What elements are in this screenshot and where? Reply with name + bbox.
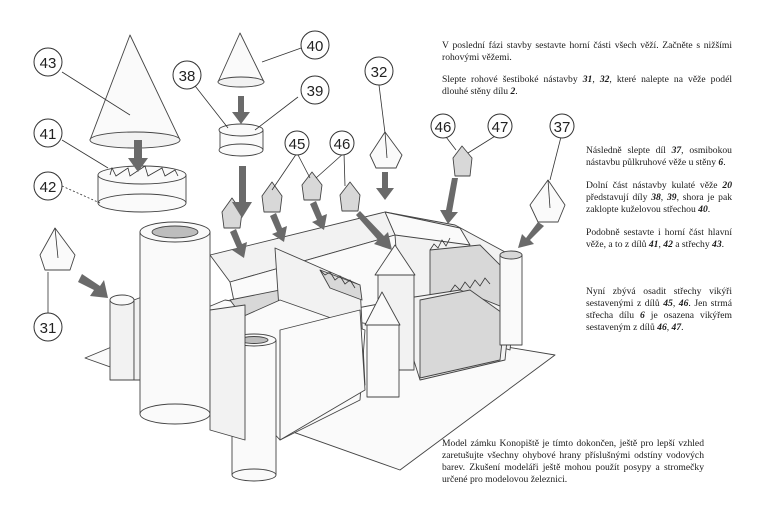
instruction-2: Slepte rohové šestiboké nástavby 31, 32,… bbox=[442, 74, 732, 97]
right-round-tower bbox=[499, 254, 523, 346]
label-39: 39 bbox=[307, 83, 324, 100]
instruction-3: Následně slepte díl 37, osmibokou nástav… bbox=[586, 145, 732, 168]
left-small-tower bbox=[109, 299, 135, 381]
instruction-7: Model zámku Konopiště je tímto dokončen,… bbox=[442, 438, 704, 485]
dormer-4 bbox=[339, 181, 361, 212]
label-42: 42 bbox=[40, 179, 57, 196]
label-32: 32 bbox=[371, 64, 388, 81]
label-37: 37 bbox=[554, 119, 571, 136]
dormer-3 bbox=[301, 171, 323, 201]
part-37-oct-roof bbox=[529, 179, 566, 223]
label-41: 41 bbox=[40, 126, 57, 143]
front-wing-wall bbox=[279, 309, 366, 441]
label-38: 38 bbox=[179, 68, 196, 85]
dormer-47 bbox=[452, 145, 473, 177]
instruction-5: Podobně sestavte i horní část hlavní věž… bbox=[586, 227, 732, 250]
main-tower bbox=[139, 231, 211, 415]
label-46a: 46 bbox=[334, 136, 351, 153]
part-43-cone bbox=[89, 34, 181, 141]
label-47: 47 bbox=[492, 119, 509, 136]
label-40: 40 bbox=[307, 38, 324, 55]
label-46b: 46 bbox=[435, 119, 452, 136]
label-circle-43 bbox=[33, 47, 63, 77]
assembly-arrows bbox=[78, 96, 544, 298]
label-45: 45 bbox=[289, 136, 306, 153]
part-labels: 43 41 42 40 38 39 31 32 45 46 46 47 37 bbox=[33, 30, 575, 342]
instruction-4: Dolní část nástavby kulaté věže 20 předs… bbox=[586, 180, 732, 215]
dormer-2 bbox=[261, 181, 283, 213]
label-43: 43 bbox=[40, 55, 57, 72]
label-31: 31 bbox=[40, 320, 57, 337]
conical-tower-b bbox=[366, 324, 400, 398]
instruction-6: Nyní zbývá osadit střechy vikýři sestave… bbox=[586, 286, 732, 333]
instruction-1: V poslední fázi stavby sestavte horní čá… bbox=[442, 40, 732, 63]
part-40-cone bbox=[217, 32, 265, 83]
